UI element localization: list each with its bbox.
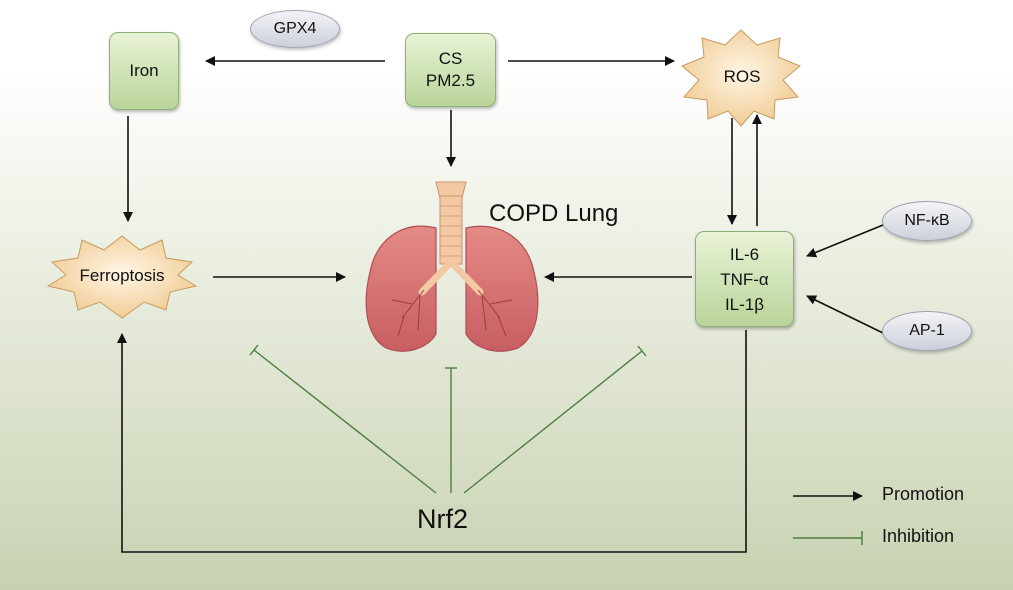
cs-label: CS	[438, 49, 463, 68]
iron-label: Iron	[129, 61, 159, 80]
ferroptosis-label: Ferroptosis	[79, 266, 165, 285]
gpx4-node: GPX4	[250, 10, 340, 48]
cytokines-node: IL-6 TNF-α IL-1β	[695, 231, 794, 327]
ap1-label: AP-1	[909, 322, 945, 339]
gpx4-label: GPX4	[273, 20, 317, 37]
legend-promotion-label: Promotion	[882, 484, 965, 504]
arrow-ap1-to-cytokines	[806, 295, 884, 334]
cs-pm25-node: CS PM2.5	[405, 33, 496, 107]
inhibit-nrf2-to-ferroptosis-lung	[253, 349, 437, 494]
arrow-cytokines-to-ferroptosis	[117, 330, 747, 553]
inhibit-nrf2-to-cytokine-lung	[463, 350, 643, 494]
iron-node: Iron	[109, 32, 179, 110]
tnf-label: TNF-α	[720, 269, 769, 289]
ferroptosis-burst	[46, 235, 198, 319]
nrf2-inhibition-lines	[249, 344, 647, 494]
copd-lung-title: COPD Lung	[489, 200, 619, 227]
ros-burst	[681, 29, 801, 127]
il1b-label: IL-1β	[724, 294, 765, 314]
ap1-node: AP-1	[882, 311, 972, 351]
legend-inhibition-label: Inhibition	[882, 526, 955, 546]
pm25-label: PM2.5	[425, 71, 476, 90]
arrow-nfkb-to-cytokines	[806, 224, 884, 258]
lung-illustration	[365, 181, 539, 352]
nfkb-label: NF-κB	[904, 212, 950, 229]
nfkb-node: NF-κB	[882, 201, 972, 241]
ros-label: ROS	[723, 67, 761, 86]
il6-label: IL-6	[729, 244, 760, 264]
nrf2-label: Nrf2	[417, 504, 469, 534]
